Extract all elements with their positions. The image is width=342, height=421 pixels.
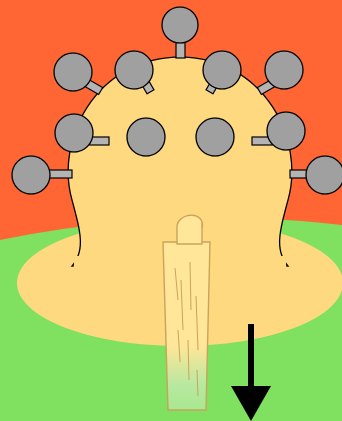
- stud-circle: [162, 7, 198, 43]
- stud-circle: [265, 51, 303, 89]
- stud-circle: [115, 51, 153, 89]
- stud-circle: [267, 112, 305, 150]
- stud-circle: [55, 114, 93, 152]
- rolled-scroll-icon: [163, 215, 210, 410]
- stud-circle: [54, 53, 92, 91]
- stud-circle: [306, 156, 342, 194]
- stud-circle: [127, 118, 165, 156]
- stud-circle: [196, 118, 234, 156]
- stud-circle: [203, 51, 241, 89]
- stud-circle: [12, 156, 50, 194]
